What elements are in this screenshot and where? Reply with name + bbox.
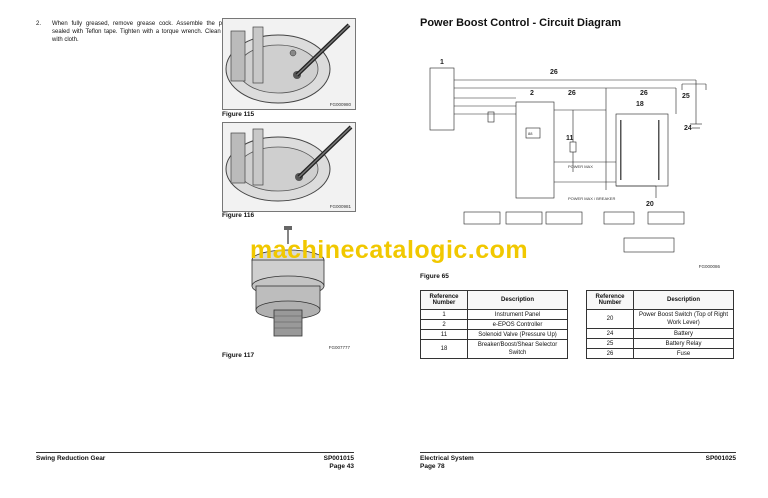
- circuit-diagram: 1 26 2 26 26 25 18 24 11 20 POWER MAX PO…: [420, 50, 720, 276]
- footer-doc-code: SP001025: [705, 455, 736, 462]
- page-title: Power Boost Control - Circuit Diagram: [420, 17, 622, 29]
- svg-text:24: 24: [684, 125, 692, 132]
- step-text: When fully greased, remove grease cock. …: [52, 21, 230, 43]
- svg-text:2: 2: [530, 90, 534, 97]
- figure-116-image: FG000981: [222, 122, 356, 212]
- svg-text:26: 26: [568, 90, 576, 97]
- ref-description: Fuse: [633, 348, 734, 359]
- column-header-description: Description: [633, 290, 734, 310]
- ref-number: 20: [586, 309, 634, 329]
- column-header-reference: Reference Number: [420, 290, 468, 310]
- reference-table-right: Reference Number Description 20 Power Bo…: [586, 290, 734, 359]
- table-row: 24 Battery: [586, 328, 734, 339]
- footer-section-title: Electrical System: [420, 455, 474, 462]
- figure-id: FG007777: [328, 345, 350, 350]
- footer-rule: [36, 452, 354, 453]
- column-header-description: Description: [467, 290, 568, 310]
- svg-text:18: 18: [636, 101, 644, 108]
- footer-page-number: Page 78: [420, 463, 445, 470]
- svg-text:25: 25: [682, 93, 690, 100]
- footer-doc-code: SP001015: [323, 455, 354, 462]
- footer-section-title: Swing Reduction Gear: [36, 455, 106, 462]
- table-row: 11 Solenoid Valve (Pressure Up): [420, 329, 568, 340]
- figure-caption: Figure 115: [222, 111, 255, 118]
- svg-text:1: 1: [440, 59, 444, 66]
- figure-115-image: FG000980: [222, 18, 356, 110]
- table-row: 25 Battery Relay: [586, 338, 734, 349]
- ref-description: e-EPOS Controller: [467, 319, 568, 330]
- diagram-id: FG000086: [698, 264, 720, 269]
- step-number: 2.: [36, 21, 42, 27]
- ref-description: Instrument Panel: [467, 309, 568, 320]
- table-row: 20 Power Boost Switch (Top of Right Work…: [586, 309, 734, 329]
- footer-rule: [420, 452, 736, 453]
- figure-caption: Figure 117: [222, 352, 255, 359]
- svg-text:POWER MAX: POWER MAX: [568, 164, 593, 169]
- svg-text:11: 11: [566, 135, 574, 142]
- reference-table-left: Reference Number Description 1 Instrumen…: [420, 290, 568, 359]
- svg-text:20: 20: [646, 201, 654, 208]
- table-row: 1 Instrument Panel: [420, 309, 568, 320]
- ref-description: Battery Relay: [633, 338, 734, 349]
- ref-number: 18: [420, 339, 468, 359]
- watermark: machinecatalogic.com: [250, 236, 529, 264]
- ref-number: 25: [586, 338, 634, 349]
- table-row: 2 e-EPOS Controller: [420, 319, 568, 330]
- ref-number: 11: [420, 329, 468, 340]
- svg-text:88: 88: [528, 131, 533, 136]
- figure-id: FG000980: [329, 102, 351, 107]
- ref-number: 1: [420, 309, 468, 320]
- column-header-reference: Reference Number: [586, 290, 634, 310]
- ref-description: Solenoid Valve (Pressure Up): [467, 329, 568, 340]
- svg-text:26: 26: [550, 69, 558, 76]
- figure-caption: Figure 65: [420, 273, 449, 280]
- ref-number: 24: [586, 328, 634, 339]
- figure-117-image: FG007777: [222, 226, 354, 350]
- ref-description: Power Boost Switch (Top of Right Work Le…: [633, 309, 734, 329]
- ref-description: Battery: [633, 328, 734, 339]
- svg-text:26: 26: [640, 90, 648, 97]
- footer-page-number: Page 43: [329, 463, 354, 470]
- ref-number: 26: [586, 348, 634, 359]
- table-row: 18 Breaker/Boost/Shear Selector Switch: [420, 339, 568, 359]
- ref-description: Breaker/Boost/Shear Selector Switch: [467, 339, 568, 359]
- figure-caption: Figure 116: [222, 212, 255, 219]
- table-row: 26 Fuse: [586, 348, 734, 359]
- ref-number: 2: [420, 319, 468, 330]
- figure-id: FG000981: [329, 204, 351, 209]
- svg-text:POWER MAX / BREAKER: POWER MAX / BREAKER: [568, 196, 615, 201]
